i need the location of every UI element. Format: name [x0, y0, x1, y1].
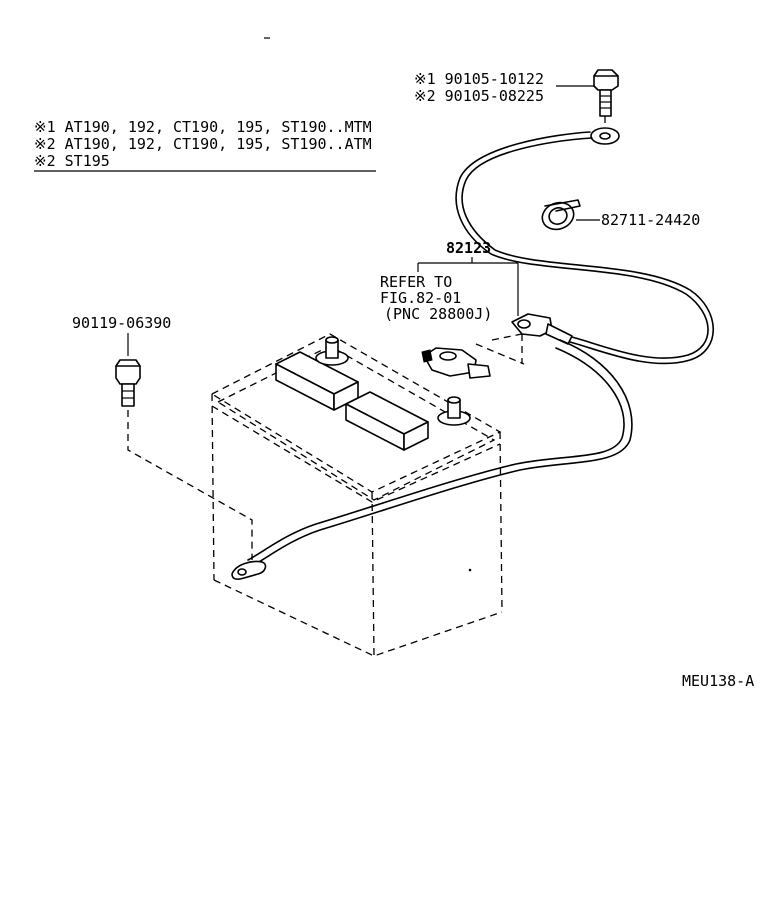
cable-label-group: 82123 REFER TO FIG.82-01 (PNC 28800J) [380, 239, 519, 323]
terminal-bolt-icon [593, 69, 619, 128]
battery-cap-left [275, 351, 359, 411]
positive-cable [455, 127, 714, 365]
reference-line-3: (PNC 28800J) [384, 305, 492, 323]
reference-line-2: FIG.82-01 [380, 289, 461, 307]
clamp-part-number: 82711-24420 [601, 211, 700, 229]
applicability-line-1: ※1 AT190, 192, CT190, 195, ST190..MTM [34, 118, 372, 136]
hold-bolt-icon [115, 359, 141, 407]
bolt-part-number-1: ※1 90105-10122 [414, 70, 544, 88]
battery-outline [210, 333, 503, 657]
bolt-part-number-2: ※2 90105-08225 [414, 87, 544, 105]
applicability-line-2: ※2 AT190, 192, CT190, 195, ST190..ATM [34, 135, 372, 153]
hold-bolt-dashed-path [127, 410, 253, 560]
battery-post-left [315, 336, 349, 366]
applicability-notes: ※1 AT190, 192, CT190, 195, ST190..MTM ※2… [34, 118, 376, 172]
cable-clamp-icon [541, 199, 581, 231]
hold-bolt-part-number: 90119-06390 [72, 314, 171, 332]
terminal-bolt-label-group: ※1 90105-10122 ※2 90105-08225 [414, 70, 594, 105]
ground-cable [231, 339, 633, 580]
sensor-part-icon [421, 333, 525, 379]
cable-part-number: 82123 [446, 239, 491, 257]
reference-line-1: REFER TO [380, 273, 452, 291]
figure-code: MEU138-A [682, 672, 754, 690]
battery-post-right [437, 396, 471, 426]
applicability-line-3: ※2 ST195 [34, 152, 110, 170]
battery-cap-right [345, 391, 429, 451]
